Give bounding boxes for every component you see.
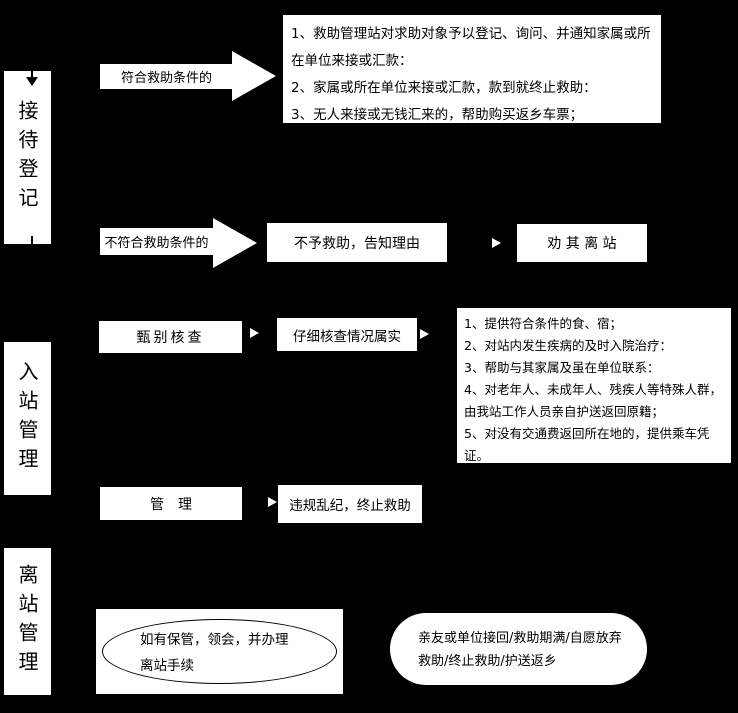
action-item: 1、救助管理站对求助对象予以登记、询问、并通知家属或所在单位来接或汇款： [291,26,651,69]
management-box: 管 理 [100,487,242,520]
screening-box: 甄别核查 [99,321,242,353]
service-item: 3、帮助与其家属及虽在单位联系： [464,360,660,375]
verify-box: 仔细核查情况属实 [277,318,417,351]
storage-note-panel: 如有保管，领会，并办理离站手续 [96,609,343,694]
refuse-help-box: 不予救助，告知理由 [267,223,447,262]
action-item: 3、无人来接或无钱汇来的，帮助购买返乡车票； [291,107,584,123]
stage-box-departure: 离站管理 [4,548,51,695]
small-arrow-right-icon [420,329,429,339]
services-box: 1、提供符合条件的食、宿； 2、对站内发生疾病的及时入院治疗： 3、帮助与其家属… [457,308,731,463]
qualified-actions-box: 1、救助管理站对求助对象予以登记、询问、并通知家属或所在单位来接或汇款： 2、家… [283,15,661,123]
storage-note: 如有保管，领会，并办理离站手续 [140,632,289,674]
small-arrow-right-icon [492,238,501,248]
connector-tick [31,236,33,244]
service-item: 1、提供符合条件的食、宿； [464,316,622,331]
arrow-down-icon [31,71,33,77]
small-arrow-right-icon [250,328,259,338]
qualified-condition-label: 符合救助条件的 [100,64,233,89]
service-item: 2、对站内发生疾病的及时入院治疗： [464,338,672,353]
small-arrow-right-icon [268,497,277,507]
block-arrow-right-icon [213,218,257,268]
stage-label: 入站管理 [15,360,39,477]
storage-ellipse [102,619,337,684]
stage-label: 离站管理 [15,563,39,680]
unqualified-condition-label: 不符合救助条件的 [100,228,213,255]
action-item: 2、家属或所在单位来接或汇款，款到就终止救助： [291,80,597,96]
violation-box: 违规乱纪，终止救助 [278,485,422,523]
arrow-down-icon [26,77,38,86]
service-item: 4、对老年人、未成年人、残疾人等特殊人群，由我站工作人员亲自护送返回原籍； [464,382,722,419]
stage-box-reception: 接待登记 [4,71,51,244]
departure-conditions-box: 亲友或单位接回/救助期满/自愿放弃救助/终止救助/护送返乡 [390,613,647,685]
stage-label: 接待登记 [15,99,39,216]
ask-leave-box: 劝 其 离 站 [517,224,647,262]
departure-conditions-text: 亲友或单位接回/救助期满/自愿放弃救助/终止救助/护送返乡 [418,631,622,669]
stage-box-in-station: 入站管理 [4,342,51,495]
block-arrow-right-icon [232,51,276,101]
service-item: 5、对没有交通费返回所在地的，提供乘车凭证。 [464,426,710,463]
